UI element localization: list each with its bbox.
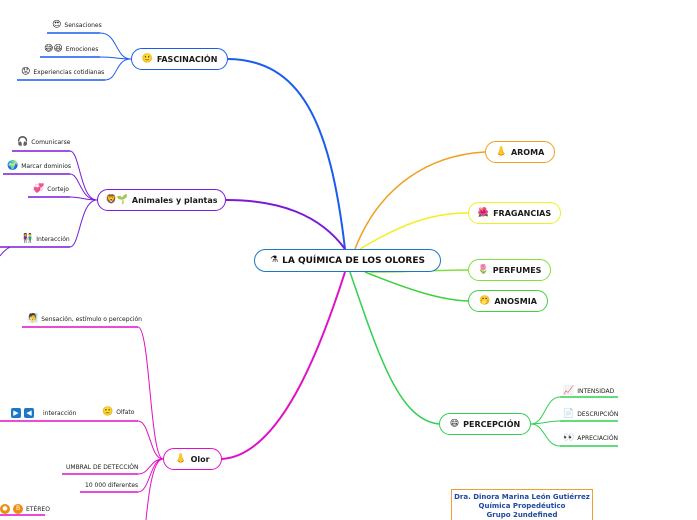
- leaf-descripcion[interactable]: 📄 DESCRIPCIÓN: [563, 410, 618, 419]
- hearts-icon: 💞: [33, 184, 45, 194]
- central-topic[interactable]: ⚗ LA QUÍMICA DE LOS OLORES: [254, 249, 441, 272]
- topic-label: FRAGANCIAS: [493, 208, 552, 218]
- smiling-face-icon: 🙂: [102, 407, 114, 417]
- leaf-sensacion-estimulo[interactable]: 🧖 Sensación, estímulo o percepción: [27, 315, 142, 324]
- central-label: LA QUÍMICA DE LOS OLORES: [282, 255, 425, 266]
- topic-perfumes[interactable]: 🌷 PERFUMES: [468, 259, 551, 281]
- credit-group: Grupo 2undefined: [486, 511, 558, 519]
- tulip-icon: 🌷: [477, 264, 489, 275]
- play-icon: ▶: [11, 408, 21, 418]
- flower-icon: 🌺: [477, 207, 490, 218]
- leaf-intensidad[interactable]: 📈 INTENSIDAD: [563, 387, 614, 396]
- person-icon: 🧖: [27, 314, 39, 324]
- leaf-olfato[interactable]: 🙂 Olfato: [102, 408, 134, 417]
- leaf-umbral[interactable]: UMBRAL DE DETECCIÓN: [66, 464, 139, 471]
- leaf-label: Sensaciones: [64, 22, 102, 29]
- grin-icon: 😄: [449, 418, 460, 429]
- document-icon: 📄: [563, 409, 575, 419]
- author-credit: Dra. Dinora Marina León Gutiérrez Químic…: [451, 489, 593, 520]
- credit-name: Dra. Dinora Marina León Gutiérrez: [454, 493, 590, 501]
- heart-face-icon: 😍: [52, 20, 62, 30]
- leaf-label: ETÉREO: [26, 505, 50, 513]
- leaf-emociones[interactable]: 😅😆 Emociones: [44, 45, 98, 54]
- smiley-icon: 🙂: [141, 53, 153, 64]
- leaf-experiencias[interactable]: 😟 Experiencias cotidianas: [21, 68, 104, 77]
- topic-aroma[interactable]: 👃 AROMA: [485, 141, 555, 163]
- back-icon: ◀: [24, 408, 34, 418]
- people-icon: 👫: [22, 234, 34, 244]
- globe-icon: 🌍: [7, 161, 19, 171]
- topic-fascinacion[interactable]: 🙂 FASCINACIÓN: [131, 48, 228, 70]
- topic-anosmia[interactable]: 🤭 ANOSMIA: [468, 290, 548, 312]
- leaf-label: APRECIACIÓN: [577, 435, 619, 442]
- leaf-comunicarse[interactable]: 🎧 Comunicarse: [17, 138, 70, 147]
- leaf-label: Experiencias cotidianas: [33, 69, 105, 76]
- nose-icon: 👃: [175, 453, 187, 464]
- leaf-10000[interactable]: 10 000 diferentes: [85, 482, 138, 489]
- leaf-label: INTENSIDAD: [577, 388, 615, 395]
- leaf-etereo[interactable]: ● B ETÉREO: [0, 504, 50, 514]
- topic-label: PERCEPCIÓN: [463, 419, 521, 429]
- leaf-sensaciones[interactable]: 😍 Sensaciones: [52, 21, 102, 30]
- face-icon: 🤭: [479, 295, 491, 306]
- headphones-icon: 🎧: [17, 137, 29, 147]
- topic-label: AROMA: [510, 147, 545, 157]
- circle-icon: B: [13, 504, 23, 514]
- topic-label: ANOSMIA: [494, 296, 537, 306]
- emotion-faces-icon: 😅😆: [44, 44, 63, 54]
- leaf-label: Marcar dominios: [21, 163, 72, 170]
- leaf-label: Sensación, estímulo o percepción: [41, 316, 142, 323]
- eyes-icon: 👀: [563, 433, 575, 443]
- circle-icon: ●: [0, 504, 10, 514]
- topic-label: Olor: [190, 454, 210, 464]
- leaf-label: UMBRAL DE DETECCIÓN: [66, 464, 139, 471]
- nose-icon: 👃: [495, 146, 507, 157]
- leaf-interaccion[interactable]: 👫 Interacción: [22, 235, 70, 244]
- leaf-label: interacción: [43, 409, 77, 417]
- leaf-apreciacion[interactable]: 👀 APRECIACIÓN: [563, 434, 618, 443]
- worried-face-icon: 😟: [21, 67, 31, 77]
- topic-olor[interactable]: 👃 Olor: [163, 448, 222, 470]
- leaf-label: Olfato: [116, 409, 135, 416]
- chart-icon: 📈: [563, 386, 575, 396]
- topic-label: FASCINACIÓN: [156, 54, 218, 64]
- leaf-label: Emociones: [65, 46, 99, 53]
- topic-animales-plantas[interactable]: 🦁🌱 Animales y plantas: [97, 189, 226, 211]
- topic-label: PERFUMES: [492, 265, 542, 275]
- leaf-label: Comunicarse: [31, 139, 71, 146]
- topic-label: Animales y plantas: [131, 195, 218, 205]
- leaf-marcar-dominios[interactable]: 🌍 Marcar dominios: [7, 162, 71, 171]
- lion-plant-icon: 🦁🌱: [105, 194, 128, 205]
- leaf-cortejo[interactable]: 💞 Cortejo: [33, 185, 69, 194]
- leaf-label: Interacción: [36, 236, 70, 243]
- leaf-label: DESCRIPCIÓN: [577, 411, 619, 418]
- leaf-label: 10 000 diferentes: [85, 482, 139, 489]
- leaf-label: Cortejo: [47, 186, 69, 193]
- flask-icon: ⚗: [270, 255, 279, 265]
- topic-percepcion[interactable]: 😄 PERCEPCIÓN: [439, 413, 531, 435]
- leaf-interaccion-olor[interactable]: ▶ ◀ interacción: [11, 408, 76, 418]
- topic-fragancias[interactable]: 🌺 FRAGANCIAS: [468, 202, 561, 224]
- credit-course: Química Propedéutico: [478, 502, 566, 510]
